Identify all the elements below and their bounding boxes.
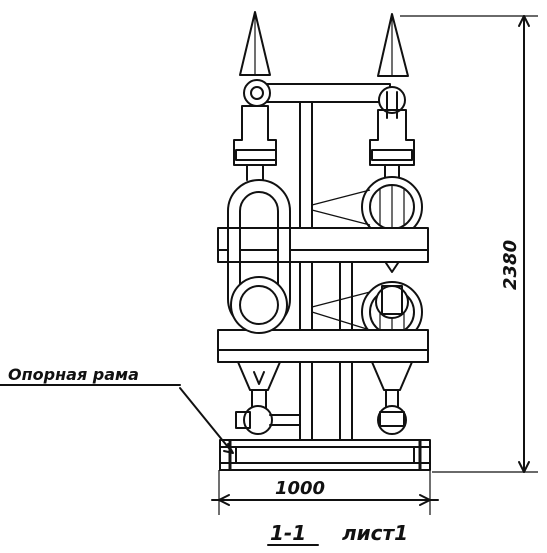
central-column [299, 101, 353, 449]
height-dimension-label: 2380 [500, 240, 521, 290]
width-dimension [211, 470, 439, 515]
upper-crossbeam [217, 227, 429, 263]
right-cone-top [377, 13, 409, 77]
right-upper-section [369, 109, 415, 181]
bottom-pipe-connections [235, 405, 407, 435]
left-loop-front [227, 227, 291, 334]
right-lower-cone [371, 361, 413, 413]
support-frame-leader [0, 384, 234, 454]
left-lower-cone [237, 361, 281, 413]
left-cone-top [239, 11, 271, 76]
section-label: 1-1 [270, 521, 306, 545]
lower-crossbeam [217, 329, 429, 363]
support-frame-label: Опорная рама [8, 365, 139, 384]
width-dimension-label: 1000 [275, 478, 325, 499]
right-ring-front [375, 285, 409, 319]
top-connecting-pipe [243, 79, 406, 119]
support-frame [219, 439, 431, 471]
sheet-label: лист1 [342, 521, 408, 545]
height-dimension [400, 15, 538, 473]
right-upper-ring [361, 176, 423, 238]
left-upper-section [233, 105, 277, 181]
